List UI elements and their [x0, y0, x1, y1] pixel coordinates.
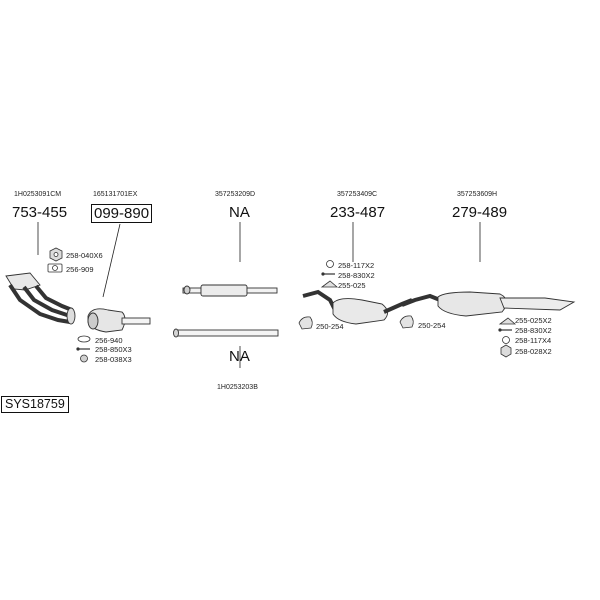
part-number-rear-silencer[interactable]: 279-489 — [452, 204, 508, 221]
part-number-catalytic[interactable]: 099-890 — [91, 204, 153, 223]
nut-icon — [80, 354, 88, 363]
part-number-downpipe[interactable]: 753-455 — [12, 204, 68, 221]
nut-icon — [500, 344, 512, 358]
accessory-label[interactable]: 255-025 — [338, 281, 366, 290]
accessory-label[interactable]: 256-909 — [66, 265, 94, 274]
oe-number-downpipe: 1H0253091CM — [14, 191, 62, 198]
downpipe-part — [5, 272, 76, 325]
washer-icon — [326, 260, 334, 268]
rear-silencer-part — [401, 291, 576, 317]
accessory-label[interactable]: 258-850X3 — [95, 345, 132, 354]
accessory-label[interactable]: 258-028X2 — [515, 347, 552, 356]
accessory-label[interactable]: 258-830X2 — [515, 326, 552, 335]
oe-number-center-silencer: 357253409C — [337, 191, 378, 198]
hanger-icon — [320, 280, 339, 288]
accessory-label[interactable]: 256-940 — [95, 336, 123, 345]
accessory-label[interactable]: 255-025X2 — [515, 316, 552, 325]
oe-number-catalytic: 165131701EX — [93, 191, 138, 198]
clamp-icon — [399, 315, 414, 329]
part-number-center-silencer[interactable]: 233-487 — [330, 204, 386, 221]
accessory-label[interactable]: 258-830X2 — [338, 271, 375, 280]
front-silencer-part — [182, 284, 278, 297]
catalytic-converter-part — [87, 308, 151, 333]
intermediate-pipe-part — [173, 328, 279, 338]
washer-icon — [502, 336, 510, 344]
part-number-front-silencer[interactable]: NA — [229, 204, 250, 221]
accessory-label[interactable]: 250-254 — [316, 322, 344, 331]
accessory-label[interactable]: 258-040X6 — [66, 251, 103, 260]
hanger-icon — [498, 317, 517, 325]
clamp-icon — [298, 316, 313, 330]
system-code: SYS18759 — [1, 396, 69, 413]
accessory-label[interactable]: 258-038X3 — [95, 355, 132, 364]
center-silencer-part — [302, 289, 413, 325]
oe-number-rear-silencer: 357253609H — [457, 191, 498, 198]
oe-number-intermediate-pipe: 1H0253203B — [217, 384, 258, 391]
ring-icon — [77, 335, 91, 343]
accessory-label[interactable]: 250-254 — [418, 321, 446, 330]
accessory-label[interactable]: 258-117X4 — [515, 336, 552, 345]
accessory-label[interactable]: 258-117X2 — [338, 261, 375, 270]
leader-line — [102, 223, 121, 298]
oe-number-front-silencer: 357253209D — [215, 191, 256, 198]
part-number-intermediate-pipe[interactable]: NA — [229, 348, 250, 365]
